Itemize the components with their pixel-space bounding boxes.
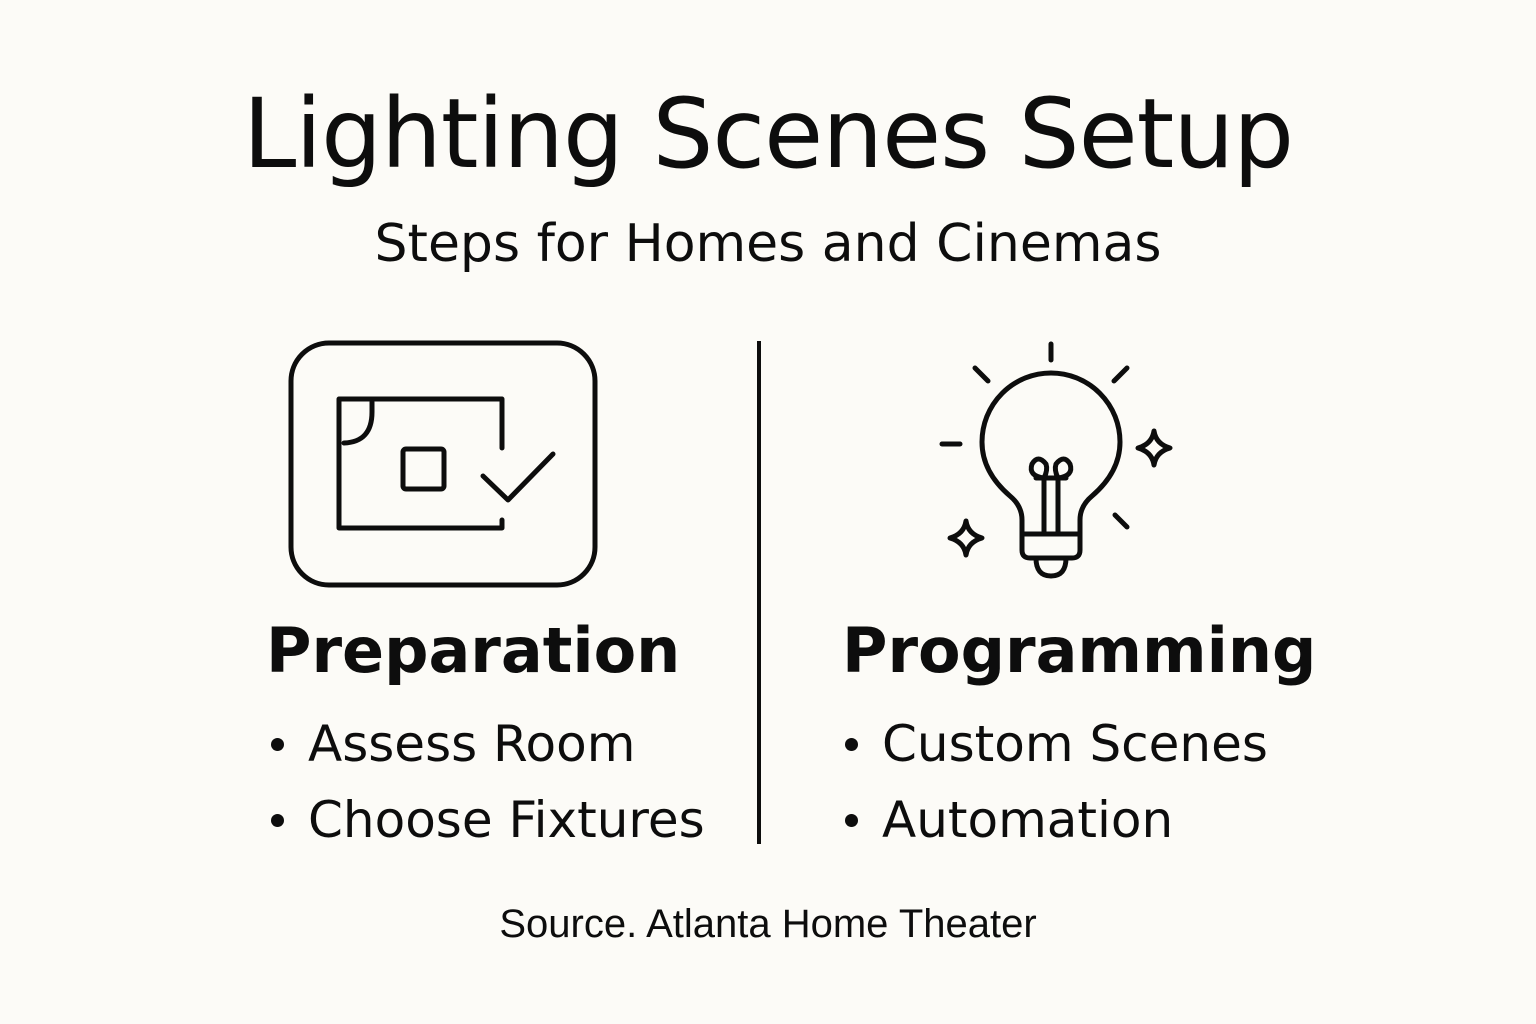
- column-divider: [757, 341, 761, 844]
- list-item: Custom Scenes: [840, 706, 1268, 782]
- lightbulb-icon: [930, 338, 1180, 588]
- list-item: Assess Room: [266, 706, 705, 782]
- page-title: Lighting Scenes Setup: [242, 78, 1294, 190]
- preparation-list: Assess Room Choose Fixtures: [266, 706, 705, 858]
- floorplan-check-icon: [288, 340, 598, 588]
- programming-list: Custom Scenes Automation: [840, 706, 1268, 858]
- bullet-icon: [271, 737, 284, 751]
- programming-title: Programming: [842, 614, 1317, 687]
- bullet-icon: [845, 813, 858, 827]
- preparation-title: Preparation: [266, 614, 681, 687]
- list-item: Choose Fixtures: [266, 782, 705, 858]
- bullet-icon: [845, 737, 858, 751]
- bullet-icon: [271, 813, 284, 827]
- source-caption: Source. Atlanta Home Theater: [499, 902, 1037, 946]
- list-item: Automation: [840, 782, 1268, 858]
- page-subtitle: Steps for Homes and Cinemas: [374, 214, 1162, 274]
